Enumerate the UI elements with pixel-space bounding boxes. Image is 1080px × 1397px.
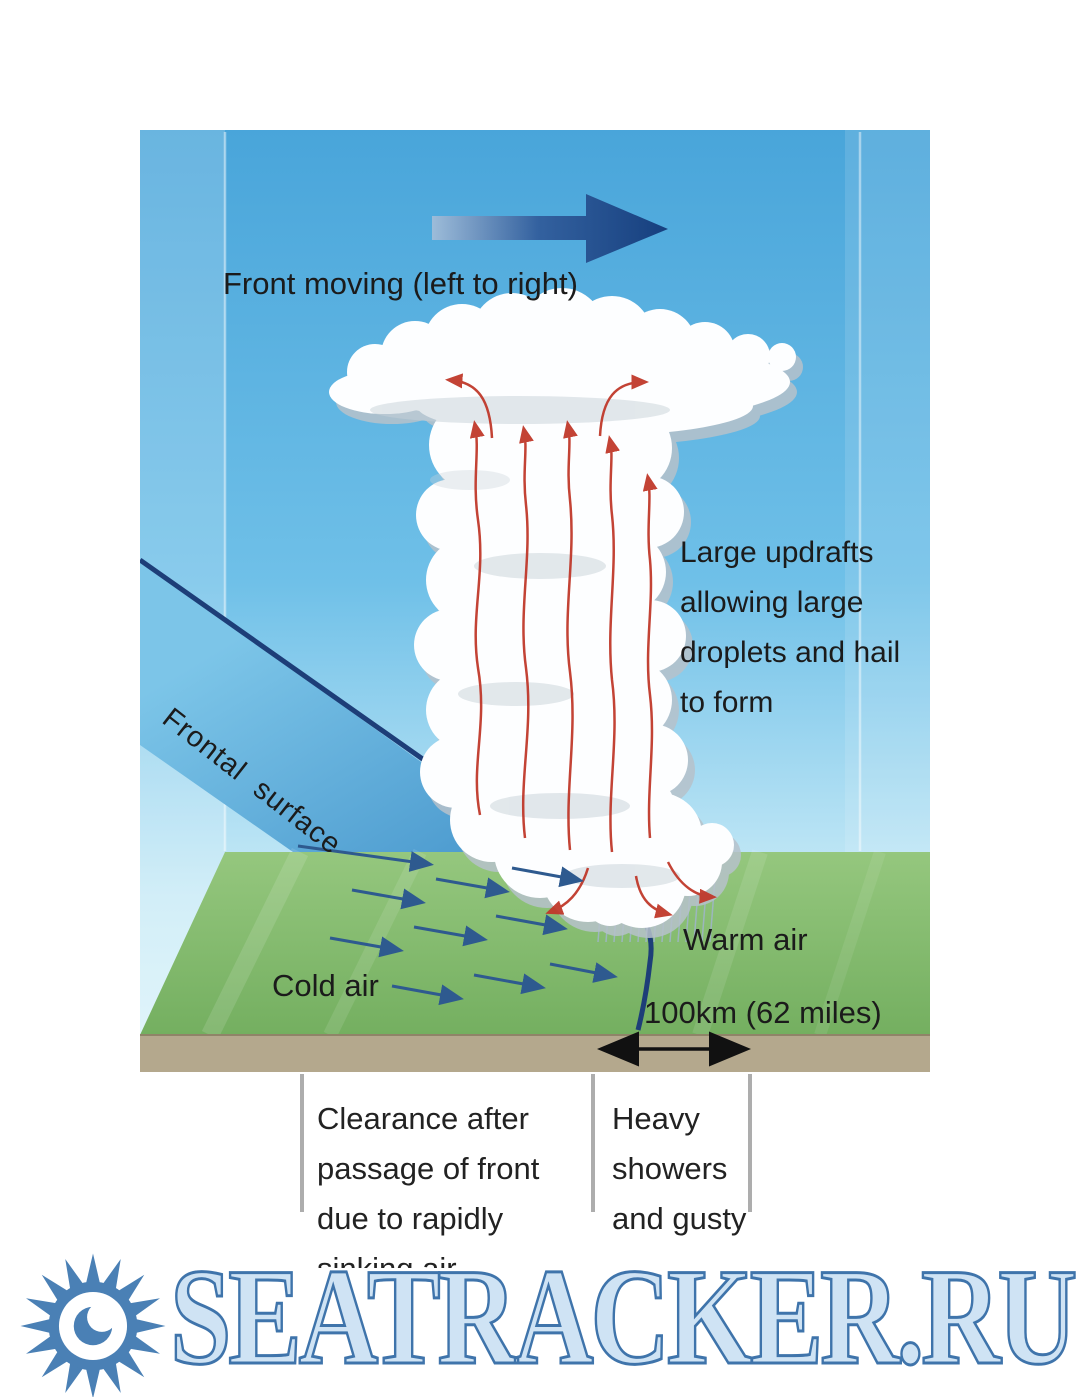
front-motion-arrow-icon (432, 194, 668, 263)
ground-surface (140, 848, 930, 1039)
sun-logo-icon (20, 1253, 166, 1397)
front-moving-label: Front moving (left to right) (223, 266, 578, 301)
updraft-arrows (445, 373, 717, 919)
watermark-text: SEATRACKER.RU (169, 1240, 1079, 1393)
cold-air-label: Cold air (272, 968, 379, 1003)
updrafts-label: Large updrafts allowing large droplets a… (680, 536, 901, 719)
distance-label: 100km (62 miles) (644, 995, 882, 1030)
warm-air-label: Warm air (683, 922, 808, 957)
cold-air-arrows (297, 844, 618, 1006)
soil-front-face (140, 1034, 930, 1072)
caption-leader-lines (300, 1074, 752, 1212)
caption-showers: Heavy showers and gusty (612, 1101, 747, 1236)
cumulonimbus-cloud (329, 288, 803, 938)
watermark-band: SEATRACKER.RU (0, 1246, 1080, 1397)
